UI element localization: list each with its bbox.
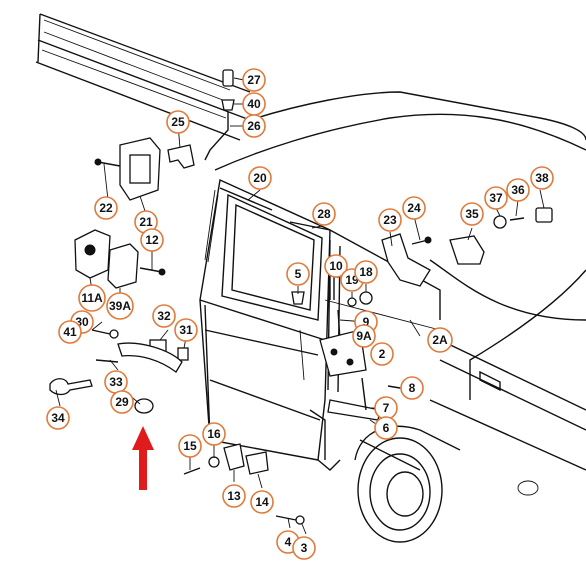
callout-2a-label: 2A: [432, 333, 448, 347]
callout-39a-label: 39A: [109, 299, 131, 313]
callout-23: 23: [378, 208, 402, 232]
callout-36: 36: [506, 178, 530, 202]
part-33-handle: [117, 342, 183, 373]
callout-18-label: 18: [359, 265, 373, 279]
callout-5-label: 5: [295, 267, 302, 281]
callout-23-label: 23: [383, 213, 397, 227]
callout-25-label: 25: [171, 115, 185, 129]
callout-7-label: 7: [383, 401, 390, 415]
part-25-bracket: [167, 144, 195, 169]
callout-3: 3: [292, 536, 316, 560]
part-34-key: [49, 378, 93, 396]
callout-40-label: 40: [247, 97, 261, 111]
callout-27: 27: [242, 68, 266, 92]
callout-34-label: 34: [51, 411, 65, 425]
callout-8-label: 8: [409, 381, 416, 395]
callout-10: 10: [324, 254, 348, 278]
callout-11a-label: 11A: [81, 291, 103, 305]
callout-22: 22: [94, 196, 118, 220]
callout-2a: 2A: [427, 327, 453, 353]
callout-27-label: 27: [247, 73, 261, 87]
callout-38-label: 38: [535, 171, 549, 185]
part-23-hinge: [381, 233, 431, 287]
callout-11a: 11A: [78, 284, 106, 312]
callout-24-label: 24: [407, 201, 421, 215]
callout-15-label: 15: [183, 439, 197, 453]
callout-10-label: 10: [329, 259, 343, 273]
callout-6-label: 6: [383, 421, 390, 435]
callout-8: 8: [400, 376, 424, 400]
part-40-cap: [221, 99, 235, 111]
callout-37: 37: [484, 186, 508, 210]
callout-3-label: 3: [301, 541, 308, 555]
callout-41: 41: [58, 320, 82, 344]
callout-31-label: 31: [179, 323, 193, 337]
callout-36-label: 36: [511, 183, 525, 197]
callout-14: 14: [250, 490, 274, 514]
callout-13-label: 13: [227, 489, 241, 503]
callout-24: 24: [402, 196, 426, 220]
part-35-striker: [449, 235, 485, 265]
part-27-pin: [222, 69, 234, 87]
part-39a-plate: [107, 243, 139, 289]
callout-9-label: 9: [363, 315, 370, 329]
callout-12: 12: [140, 228, 164, 252]
callout-22-label: 22: [99, 201, 113, 215]
callout-13: 13: [222, 484, 246, 508]
callout-9a-label: 9A: [356, 329, 372, 343]
callout-16-label: 16: [207, 427, 221, 441]
callout-28: 28: [312, 202, 336, 226]
callout-20: 20: [248, 166, 272, 190]
callout-33-label: 33: [109, 375, 123, 389]
part-29-cylinder: [134, 398, 154, 414]
callout-4-label: 4: [285, 535, 292, 549]
callout-40: 40: [242, 92, 266, 116]
callout-35: 35: [460, 202, 484, 226]
callout-14-label: 14: [255, 495, 269, 509]
callout-16: 16: [202, 422, 226, 446]
part-26-rod: [204, 112, 229, 161]
highlight-arrow: [132, 426, 154, 490]
callout-29: 29: [110, 390, 134, 414]
callout-2: 2: [370, 342, 394, 366]
callout-5: 5: [286, 262, 310, 286]
callout-15: 15: [178, 434, 202, 458]
parts: [49, 69, 553, 525]
callout-20-label: 20: [253, 171, 267, 185]
callout-41-label: 41: [63, 325, 77, 339]
callout-38: 38: [530, 166, 554, 190]
callout-34: 34: [46, 406, 70, 430]
callout-18: 18: [354, 260, 378, 284]
callout-39a: 39A: [106, 292, 134, 320]
callout-33: 33: [104, 370, 128, 394]
callout-31: 31: [174, 318, 198, 342]
callout-29-label: 29: [115, 395, 129, 409]
callout-26-label: 26: [247, 119, 261, 133]
callout-32: 32: [152, 304, 176, 328]
callout-28-label: 28: [317, 207, 331, 221]
callout-2-label: 2: [379, 347, 386, 361]
callout-12-label: 12: [145, 233, 159, 247]
callout-9a: 9A: [352, 324, 376, 348]
callout-25: 25: [166, 110, 190, 134]
callout-35-label: 35: [465, 207, 479, 221]
van-body-outline: [35, 13, 586, 543]
callout-7: 7: [374, 396, 398, 420]
callout-32-label: 32: [157, 309, 171, 323]
part-22-screw: [97, 161, 121, 167]
callout-26: 26: [242, 114, 266, 138]
callout-6: 6: [374, 416, 398, 440]
callout-37-label: 37: [489, 191, 503, 205]
part-20-strip: [219, 187, 273, 211]
part-5-bumper: [291, 291, 305, 305]
callout-21-label: 21: [139, 215, 153, 229]
